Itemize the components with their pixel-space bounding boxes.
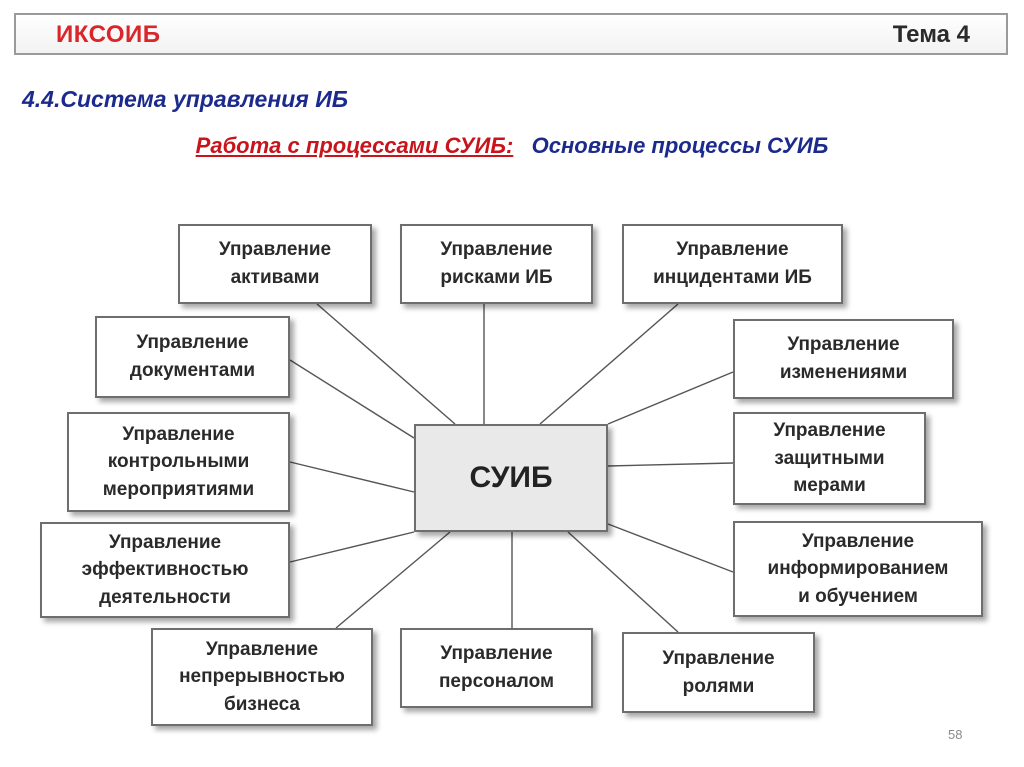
process-incident-management: Управление инцидентами ИБ [622,224,843,304]
process-role-management: Управление ролями [622,632,815,713]
center-node-suib: СУИБ [414,424,608,532]
connector-line [567,531,679,633]
process-document-management: Управление документами [95,316,290,398]
process-personnel-management: Управление персоналом [400,628,593,708]
process-business-continuity: Управление непрерывностью бизнеса [151,628,373,726]
process-performance-management: Управление эффективностью деятельности [40,522,290,618]
process-risk-management: Управление рисками ИБ [400,224,593,304]
process-protective-measures: Управление защитными мерами [733,412,926,505]
connector-line [539,303,679,425]
connector-line [607,462,734,467]
connector-line [316,303,456,425]
header-topic: Тема 4 [892,21,970,48]
subtitle: Работа с процессами СУИБ: Основные проце… [0,133,1024,159]
connector-line [289,531,415,563]
process-asset-management: Управление активами [178,224,372,304]
connector-line [607,371,734,425]
connector-line [607,523,734,573]
subtitle-highlight: Работа с процессами СУИБ: [195,133,514,158]
process-control-measures: Управление контрольными мероприятиями [67,412,290,512]
subtitle-text: Основные процессы СУИБ [531,133,829,158]
slide-header: ИКСОИБ Тема 4 [14,13,1008,55]
connector-line [289,359,415,439]
section-title: 4.4.Система управления ИБ [22,86,349,112]
connector-line [335,531,451,629]
page-number: 58 [948,727,963,742]
process-change-management: Управление изменениями [733,319,954,399]
header-brand: ИКСОИБ [56,21,161,48]
process-awareness-training: Управление информированием и обучением [733,521,983,617]
connector-line [289,461,415,493]
